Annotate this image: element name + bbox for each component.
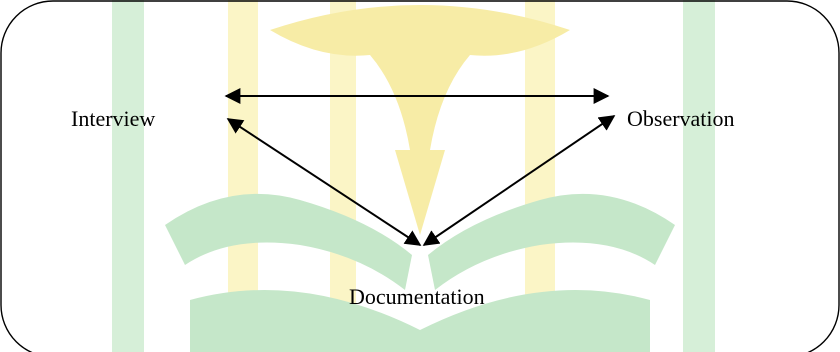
emblem-pen-arch	[270, 5, 570, 150]
emblem-book-base	[190, 290, 650, 352]
node-observation: Observation	[627, 106, 735, 131]
arrow-observation-documentation	[422, 115, 616, 246]
arrow-interview-documentation	[226, 118, 422, 246]
watermark-stripe-green-left	[112, 0, 144, 352]
node-interview: Interview	[71, 106, 156, 131]
watermark-stripe-green-right	[683, 0, 715, 352]
node-documentation: Documentation	[349, 284, 485, 309]
